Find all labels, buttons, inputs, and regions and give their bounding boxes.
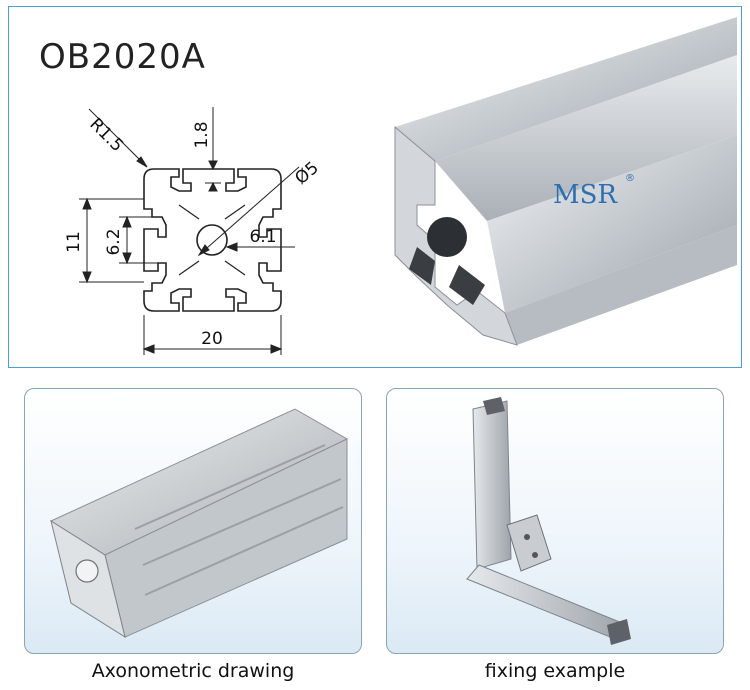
model-title: OB2020A (39, 37, 206, 77)
bottom-rail (505, 225, 737, 345)
top-rail (395, 17, 737, 161)
center-hole (427, 217, 467, 257)
axonometric-card (24, 388, 362, 654)
registered-mark: ® (625, 173, 635, 184)
slot-depth-label: 1.8 (192, 121, 212, 148)
vertical-profile (472, 400, 512, 570)
slot-bottom (449, 265, 485, 305)
horizontal-profile (466, 564, 628, 640)
profile-3d-render: MSR ® (394, 17, 737, 346)
fixing-example-card (386, 388, 724, 654)
fixing-example-caption: fixing example (484, 660, 626, 682)
brand-logo: MSR ® (553, 173, 635, 210)
bracket-bolt-1 (524, 534, 530, 540)
slot-width-label: 6.1 (249, 227, 276, 247)
corner-bracket (506, 514, 552, 572)
side-face (435, 55, 737, 221)
profile-outline (143, 168, 282, 312)
axo-center-hole (75, 559, 99, 583)
width-label: 20 (201, 329, 223, 349)
hole-diameter-label: Ø5 (291, 158, 322, 189)
vertical-profile-end (483, 397, 505, 415)
horizontal-profile-end (607, 619, 631, 645)
fixing-example-image (466, 397, 631, 645)
cross-section-drawing: R1.5 1.8 Ø5 11 6.2 6.1 20 (64, 107, 323, 355)
inner-height-label: 6.2 (104, 228, 124, 255)
axonometric-image (49, 408, 349, 639)
bracket-bolt-2 (532, 552, 538, 558)
radius-label: R1.5 (85, 114, 127, 156)
spec-panel: OB2020A (8, 6, 742, 368)
middle-rail (487, 135, 737, 313)
dimension-lines (79, 107, 300, 355)
axonometric-caption: Axonometric drawing (91, 660, 295, 682)
outer-height-label: 11 (64, 231, 84, 253)
slot-left (409, 247, 435, 285)
logo-text: MSR (553, 180, 618, 210)
axo-slot-lines (134, 444, 344, 596)
